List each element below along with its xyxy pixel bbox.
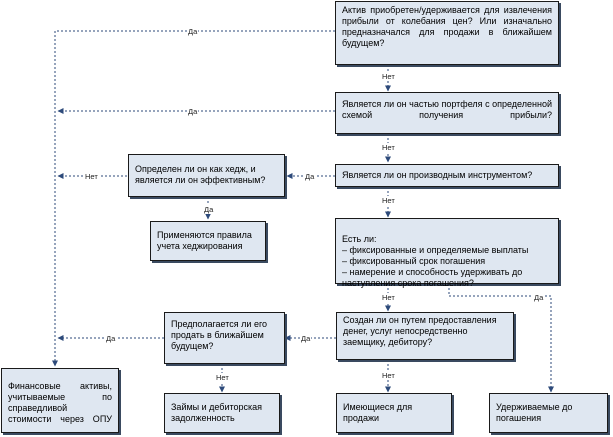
label-trading-no: Нет: [381, 72, 396, 81]
label-hedge-no: Нет: [84, 172, 99, 181]
label-hedge-yes: Да: [203, 205, 215, 214]
node-afs-result: Имеющиеся для продажи: [336, 393, 452, 433]
node-htm-result: Удерживаемые до погашения: [489, 393, 608, 433]
label-derivative-yes: Да: [304, 172, 316, 181]
label-loans-no: Нет: [381, 371, 396, 380]
label-sell-no: Нет: [215, 373, 230, 382]
label-htm-no: Нет: [381, 293, 396, 302]
label-sell-yes: Да: [105, 334, 117, 343]
node-htm-question: Есть ли: – фиксированные и определяемые …: [335, 218, 559, 288]
label-derivative-no: Нет: [381, 196, 396, 205]
node-derivative-question: Является ли он производным инструментом?: [335, 164, 559, 187]
node-portfolio-question: Является ли он частью портфеля с определ…: [335, 92, 559, 134]
label-htm-yes: Да: [533, 293, 545, 302]
label-portfolio-no: Нет: [381, 143, 396, 152]
node-hedge-question: Определен ли он как хедж, и является ли …: [128, 154, 285, 197]
label-trading-yes: Да: [187, 27, 199, 36]
node-hedge-rules: Применяются правила учета хеджирования: [150, 221, 266, 261]
node-loans-question: Создан ли он путем предоставления денег,…: [336, 312, 514, 360]
edge-htm-yes: [448, 284, 554, 393]
label-portfolio-yes: Да: [187, 107, 199, 116]
node-fvpl-result: Финансовые активы, учитываемые по справе…: [1, 368, 119, 433]
node-loans-result: Займы и дебиторская задолженность: [164, 393, 280, 433]
label-loans-yes: Да: [300, 334, 312, 343]
node-trading-question: Актив приобретен/удерживается для извлеч…: [335, 1, 559, 65]
node-sell-question: Предполагается ли его продать в ближайше…: [164, 312, 285, 364]
